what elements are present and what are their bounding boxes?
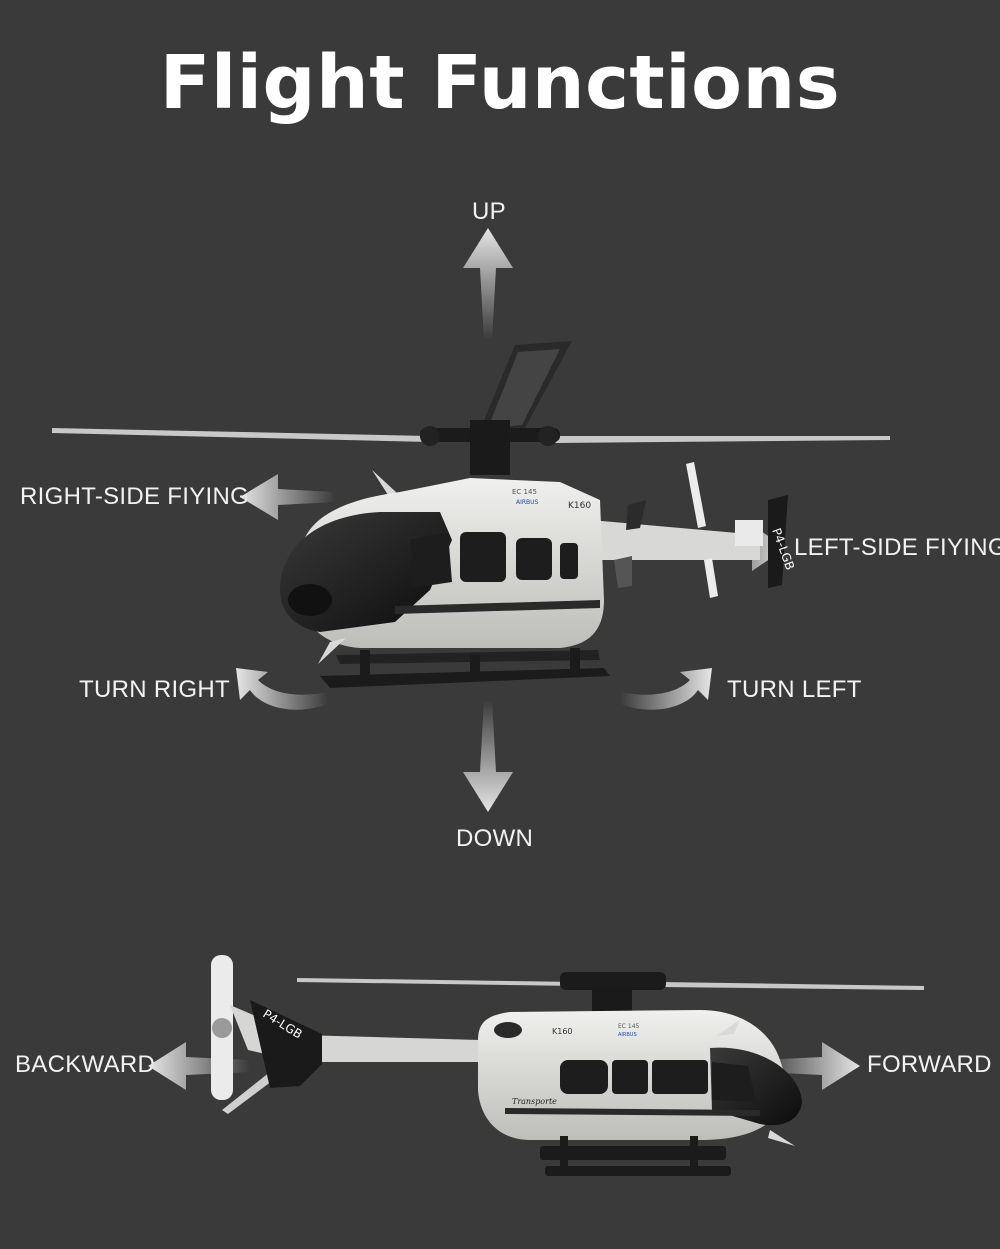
fuselage-type-marking: EC 145 <box>512 488 537 496</box>
arrow-up-icon <box>463 228 513 340</box>
side-type-marking: EC 145 <box>618 1023 640 1030</box>
arrow-forward-icon <box>760 1042 860 1090</box>
label-right-side-flying: RIGHT-SIDE FIYING <box>20 483 250 510</box>
side-model-marking: K160 <box>552 1027 573 1036</box>
label-left-side-flying: LEFT-SIDE FIYING <box>794 534 1000 561</box>
label-backward: BACKWARD <box>15 1051 156 1078</box>
arrow-down-icon <box>463 700 513 812</box>
helicopter-front-view: P4-LGB EC 145 AIRBUS K160 <box>52 341 890 688</box>
label-turn-left: TURN LEFT <box>727 676 862 703</box>
arrow-turn-right-icon <box>236 668 328 710</box>
fuselage-model-marking: K160 <box>568 501 591 511</box>
page-title: Flight Functions <box>159 40 841 126</box>
arrow-right-side-flying-icon <box>240 474 335 520</box>
label-forward: FORWARD <box>867 1051 992 1078</box>
side-livery-marking: Transporte <box>512 1097 557 1106</box>
label-down: DOWN <box>456 825 534 852</box>
arrow-turn-left-icon <box>620 668 712 710</box>
fuselage-brand-marking: AIRBUS <box>516 499 539 506</box>
helicopter-side-view: P4-LGB Transporte K160 EC 145 AIRBUS <box>211 955 924 1176</box>
side-brand-marking: AIRBUS <box>618 1032 637 1038</box>
arrow-backward-icon <box>148 1042 250 1090</box>
label-turn-right: TURN RIGHT <box>79 676 230 703</box>
label-up: UP <box>472 198 506 225</box>
